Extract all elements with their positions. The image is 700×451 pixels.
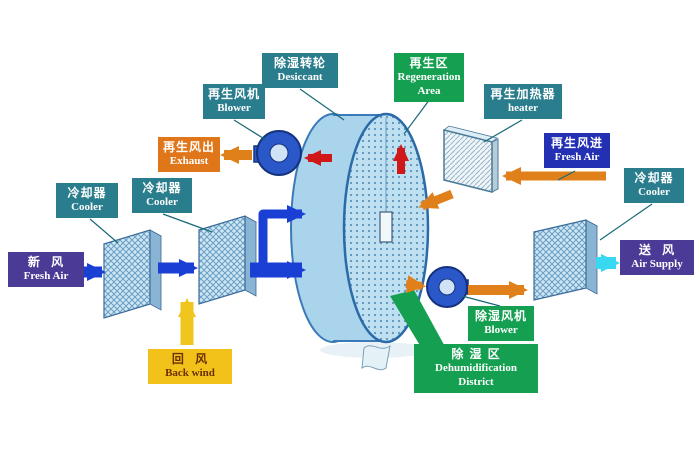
label-dehumidification-district-zh: 除 湿 区	[451, 347, 501, 361]
ribbon-icon	[361, 344, 391, 371]
label-cooler-3-zh: 冷却器	[634, 171, 674, 185]
cooler-unit-3	[532, 219, 599, 301]
label-desiccant-wheel-en: Desiccant	[277, 71, 323, 83]
label-air-supply-en: Air Supply	[631, 258, 683, 270]
label-fresh-air-in-en: Fresh Air	[23, 270, 69, 282]
label-regen-blower: 再生风机 Blower	[203, 84, 265, 119]
label-regen-heater-zh: 再生加热器	[490, 87, 556, 101]
cooler-unit-2	[197, 215, 258, 305]
label-back-wind: 回 风 Back wind	[148, 349, 232, 384]
regeneration-air-arrows	[220, 146, 606, 299]
label-dehumidification-district-en: Dehumidification District	[435, 362, 517, 388]
dehumidification-pointer	[390, 290, 448, 352]
wheel-hub	[379, 211, 393, 243]
label-regen-fresh-air: 再生风进 Fresh Air	[544, 133, 610, 168]
label-regeneration-area-en: Regeneration Area	[397, 71, 461, 97]
label-exhaust-en: Exhaust	[169, 155, 209, 167]
label-regeneration-area: 再生区 Regeneration Area	[394, 53, 464, 102]
label-cooler-1: 冷却器 Cooler	[56, 183, 118, 218]
label-dehumid-blower-en: Blower	[484, 324, 518, 336]
label-dehumid-blower: 除湿风机 Blower	[468, 306, 534, 341]
cooler-unit-1	[102, 229, 163, 319]
label-cooler-2-zh: 冷却器	[142, 181, 182, 195]
label-regen-fresh-air-en: Fresh Air	[554, 151, 600, 163]
heater-unit	[443, 125, 499, 193]
label-regeneration-area-zh: 再生区	[409, 56, 449, 70]
label-air-supply-zh: 送 风	[638, 243, 676, 257]
label-regen-heater-en: heater	[508, 102, 538, 114]
label-fresh-air-in: 新 风 Fresh Air	[8, 252, 84, 287]
label-cooler-2-en: Cooler	[146, 196, 178, 208]
label-fresh-air-in-zh: 新 风	[27, 255, 65, 269]
label-cooler-3: 冷却器 Cooler	[624, 168, 684, 203]
exhaust-air-arrows	[304, 144, 409, 174]
label-connectors	[89, 88, 653, 307]
label-back-wind-zh: 回 风	[171, 352, 209, 366]
label-cooler-2: 冷却器 Cooler	[132, 178, 192, 213]
label-regen-heater: 再生加热器 heater	[484, 84, 562, 119]
label-air-supply: 送 风 Air Supply	[620, 240, 694, 275]
label-cooler-1-en: Cooler	[71, 201, 103, 213]
label-regen-fresh-air-zh: 再生风进	[550, 136, 603, 150]
label-exhaust-zh: 再生风出	[162, 140, 215, 154]
label-cooler-3-en: Cooler	[638, 186, 670, 198]
label-cooler-1-zh: 冷却器	[67, 186, 107, 200]
label-dehumidification-district: 除 湿 区 Dehumidification District	[414, 344, 538, 393]
label-back-wind-en: Back wind	[165, 367, 215, 379]
label-desiccant-wheel-zh: 除湿转轮	[273, 56, 326, 70]
label-regen-blower-en: Blower	[217, 102, 251, 114]
label-desiccant-wheel: 除湿转轮 Desiccant	[262, 53, 338, 88]
label-regen-blower-zh: 再生风机	[207, 87, 260, 101]
process-air-arrows	[84, 205, 306, 281]
label-exhaust: 再生风出 Exhaust	[158, 137, 220, 172]
regeneration-blower-icon	[253, 130, 302, 176]
label-dehumid-blower-zh: 除湿风机	[474, 309, 527, 323]
supply-blower-icon	[426, 266, 469, 308]
